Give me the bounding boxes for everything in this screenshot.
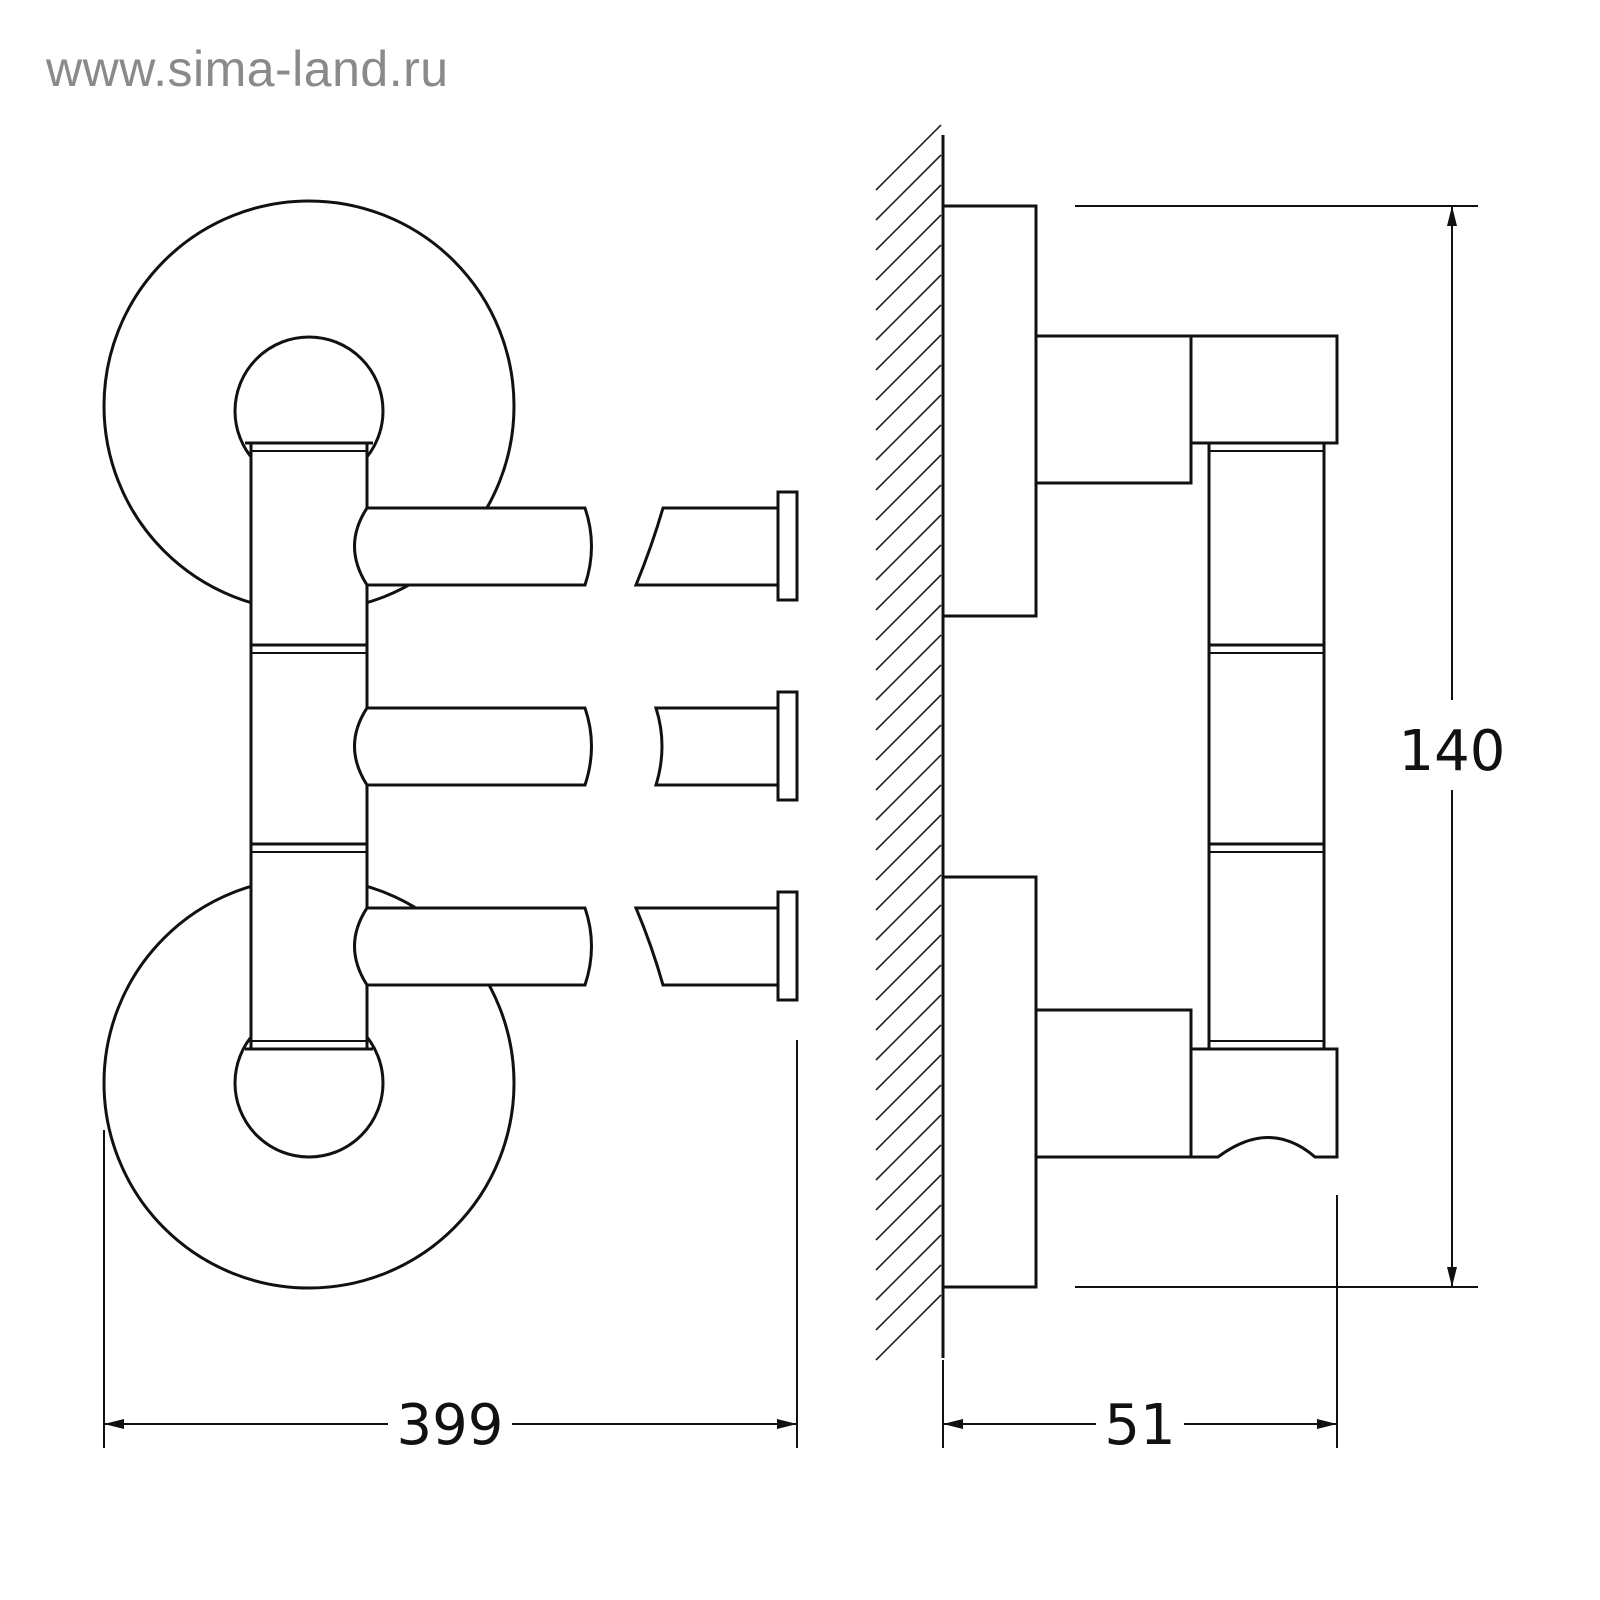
hatch-line	[875, 574, 942, 641]
hatch-line	[875, 874, 942, 941]
hatch-line	[875, 844, 942, 911]
hatch-line	[875, 1294, 942, 1361]
hatch-line	[875, 1084, 942, 1151]
front-view	[102, 199, 799, 1290]
hatch-line	[875, 334, 942, 401]
hatch-line	[875, 1204, 942, 1271]
front-arm-2	[353, 690, 799, 802]
hatch-line	[875, 664, 942, 731]
hatch-line	[875, 364, 942, 431]
hatch-line	[875, 304, 942, 371]
dimension-height-label: 140	[1399, 719, 1506, 784]
hatch-line	[875, 1144, 942, 1211]
hatch-line	[875, 634, 942, 701]
hatch-line	[875, 1054, 942, 1121]
hatch-line	[875, 724, 942, 791]
side-bottom-plate	[941, 875, 1038, 1289]
hatch-line	[875, 484, 942, 551]
hatch-line	[875, 934, 942, 1001]
hatch-line	[875, 1174, 942, 1241]
side-column	[1207, 441, 1326, 1051]
side-top-hinge	[1189, 334, 1339, 445]
hatch-line	[875, 814, 942, 881]
hatch-line	[875, 1264, 942, 1331]
dimension-height: 140	[1075, 205, 1506, 1288]
hatch-line	[875, 1114, 942, 1181]
hatch-line	[875, 964, 942, 1031]
hatch-line	[875, 184, 942, 251]
watermark-url: www.sima-land.ru	[46, 41, 449, 97]
front-arm-1	[353, 490, 799, 602]
hatch-line	[875, 214, 942, 281]
hatch-line	[875, 274, 942, 341]
side-view	[875, 124, 1339, 1361]
hatch-line	[875, 904, 942, 971]
hatch-line	[875, 994, 942, 1061]
hatch-line	[875, 454, 942, 521]
hatch-line	[875, 1234, 942, 1301]
hatch-line	[875, 1024, 942, 1091]
front-column	[249, 441, 369, 1051]
side-bottom-stem	[1034, 1008, 1193, 1159]
hatch-line	[875, 694, 942, 761]
hatch-line	[875, 124, 942, 191]
hatch-line	[875, 604, 942, 671]
hatch-line	[875, 154, 942, 221]
hatch-line	[875, 394, 942, 461]
hatch-line	[875, 784, 942, 851]
hatch-line	[875, 514, 942, 581]
dimension-depth-label: 51	[1104, 1393, 1175, 1458]
front-arm-3	[353, 890, 799, 1002]
dimension-depth: 51	[942, 1195, 1338, 1458]
side-bottom-hinge	[1189, 1047, 1339, 1159]
hatch-line	[875, 544, 942, 611]
side-top-plate	[941, 204, 1038, 618]
hatch-line	[875, 424, 942, 491]
dimension-width-label: 399	[397, 1393, 504, 1458]
side-top-stem	[1034, 334, 1193, 485]
hatch-line	[875, 754, 942, 821]
dimension-width: 399	[103, 1040, 798, 1458]
wall-hatching	[875, 124, 942, 1361]
hatch-line	[875, 244, 942, 311]
